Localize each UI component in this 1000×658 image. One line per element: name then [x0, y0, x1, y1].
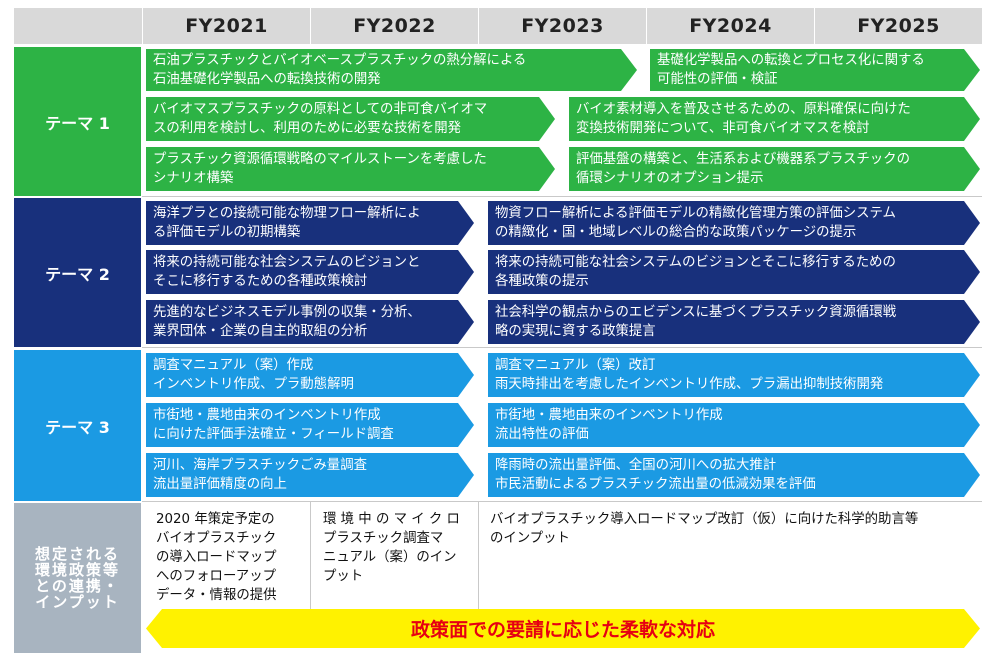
- arrow-text: 石油プラスチックとバイオベースプラスチックの熱分解による 石油基礎化学製品への転…: [153, 53, 527, 87]
- theme3-row2-left-arrow: 市街地・農地由来のインベントリ作成 に向けた評価手法確立・フィールド調査: [146, 403, 474, 447]
- theme1-row2-right-arrow: バイオ素材導入を普及させるための、原料確保に向けた 変換技術開発について、非可食…: [569, 97, 980, 141]
- year-header-fy2024: FY2024: [689, 15, 772, 37]
- theme2-row2-right-arrow: 将来の持続可能な社会システムのビジョンとそこに移行するための 各種政策の提示: [488, 250, 980, 294]
- header-divider: [310, 8, 311, 44]
- arrow-text: 市街地・農地由来のインベントリ作成 流出特性の評価: [495, 408, 723, 442]
- theme2-row2-left-arrow: 将来の持続可能な社会システムのビジョンと そこに移行するための各種政策検討: [146, 250, 474, 294]
- arrow-text: 降雨時の流出量評価、全国の河川への拡大推計 市民活動によるプラスチック流出量の低…: [495, 458, 816, 492]
- row-separator: [142, 347, 982, 348]
- policy-input-fy2021: 2020 年策定予定の バイオプラスチック の導入ロードマップ へのフォローアッ…: [156, 512, 277, 603]
- policy-input-fy2022: 環 境 中 の マ イ ク ロ プラスチック調査マ ニュアル（案）のイン プット: [323, 512, 460, 584]
- header-divider: [142, 8, 143, 44]
- theme1-row1-left-arrow: 石油プラスチックとバイオベースプラスチックの熱分解による 石油基礎化学製品への転…: [146, 49, 637, 91]
- arrow-text: 先進的なビジネスモデル事例の収集・分析、 業界団体・企業の自主的取組の分析: [153, 305, 421, 339]
- year-header-fy2025: FY2025: [857, 15, 940, 37]
- arrow-text: 社会科学の観点からのエビデンスに基づくプラスチック資源循環戦 略の実現に資する政…: [495, 305, 897, 339]
- theme2-row1-right-arrow: 物資フロー解析による評価モデルの精緻化管理方策の評価システム の精緻化・国・地域…: [488, 201, 980, 245]
- arrow-text: 海洋プラとの接続可能な物理フロー解析によ る評価モデルの初期構築: [153, 206, 421, 240]
- arrow-text: バイオマスプラスチックの原料としての非可食バイオマ スの利用を検討し、利用のため…: [153, 102, 488, 136]
- policy-input-fy2023-2025: バイオプラスチック導入ロードマップ改訂（仮）に向けた科学的助言等 のインプット: [490, 512, 919, 546]
- year-header-fy2023: FY2023: [521, 15, 604, 37]
- theme1-row1-right-arrow: 基礎化学製品への転換とプロセス化に関する 可能性の評価・検証: [650, 49, 980, 91]
- theme2-row1-left-arrow: 海洋プラとの接続可能な物理フロー解析によ る評価モデルの初期構築: [146, 201, 474, 245]
- arrow-text: 河川、海岸プラスチックごみ量調査 流出量評価精度の向上: [153, 458, 367, 492]
- arrow-text: 市街地・農地由来のインベントリ作成 に向けた評価手法確立・フィールド調査: [153, 408, 394, 442]
- year-header-fy2022: FY2022: [353, 15, 436, 37]
- flexible-response-text: 政策面での要請に応じた柔軟な対応: [410, 619, 715, 641]
- row-separator: [142, 196, 982, 197]
- column-guide: [478, 501, 479, 611]
- header-divider: [478, 8, 479, 44]
- arrow-text: 物資フロー解析による評価モデルの精緻化管理方策の評価システム の精緻化・国・地域…: [495, 206, 896, 240]
- year-header-bar: [14, 8, 982, 44]
- theme3-row1-left-arrow: 調査マニュアル（案）作成 インベントリ作成、プラ動態解明: [146, 353, 474, 397]
- year-header-fy2021: FY2021: [185, 15, 268, 37]
- arrow-text: 基礎化学製品への転換とプロセス化に関する 可能性の評価・検証: [657, 53, 925, 87]
- arrow-text: 評価基盤の構築と、生活系および機器系プラスチックの 循環シナリオのオプション提示: [576, 152, 910, 186]
- theme2-row3-right-arrow: 社会科学の観点からのエビデンスに基づくプラスチック資源循環戦 略の実現に資する政…: [488, 300, 980, 344]
- column-guide: [310, 501, 311, 611]
- theme3-row3-left-arrow: 河川、海岸プラスチックごみ量調査 流出量評価精度の向上: [146, 453, 474, 497]
- theme2-row3-left-arrow: 先進的なビジネスモデル事例の収集・分析、 業界団体・企業の自主的取組の分析: [146, 300, 474, 344]
- header-divider: [646, 8, 647, 44]
- theme3-row2-right-arrow: 市街地・農地由来のインベントリ作成 流出特性の評価: [488, 403, 980, 447]
- policy-input-label: 想定される 環境政策等 との連携・ インプット: [14, 503, 141, 653]
- theme2-label: テーマ 2: [14, 198, 141, 347]
- flexible-response-arrow: 政策面での要請に応じた柔軟な対応: [146, 609, 980, 648]
- theme3-row3-right-arrow: 降雨時の流出量評価、全国の河川への拡大推計 市民活動によるプラスチック流出量の低…: [488, 453, 980, 497]
- arrow-text: 調査マニュアル（案）改訂 雨天時排出を考慮したインベントリ作成、プラ漏出抑制技術…: [495, 358, 884, 392]
- row-separator: [142, 501, 982, 502]
- theme1-row3-right-arrow: 評価基盤の構築と、生活系および機器系プラスチックの 循環シナリオのオプション提示: [569, 147, 980, 191]
- theme3-row1-right-arrow: 調査マニュアル（案）改訂 雨天時排出を考慮したインベントリ作成、プラ漏出抑制技術…: [488, 353, 980, 397]
- header-divider: [814, 8, 815, 44]
- theme1-row2-left-arrow: バイオマスプラスチックの原料としての非可食バイオマ スの利用を検討し、利用のため…: [146, 97, 555, 141]
- arrow-text: 調査マニュアル（案）作成 インベントリ作成、プラ動態解明: [153, 358, 354, 392]
- theme3-label: テーマ 3: [14, 350, 141, 501]
- arrow-text: プラスチック資源循環戦略のマイルストーンを考慮した シナリオ構築: [153, 152, 487, 186]
- arrow-text: バイオ素材導入を普及させるための、原料確保に向けた 変換技術開発について、非可食…: [576, 102, 911, 136]
- theme1-row3-left-arrow: プラスチック資源循環戦略のマイルストーンを考慮した シナリオ構築: [146, 147, 555, 191]
- theme1-label: テーマ 1: [14, 47, 141, 196]
- arrow-text: 将来の持続可能な社会システムのビジョンとそこに移行するための 各種政策の提示: [495, 255, 896, 289]
- arrow-text: 将来の持続可能な社会システムのビジョンと そこに移行するための各種政策検討: [153, 255, 421, 289]
